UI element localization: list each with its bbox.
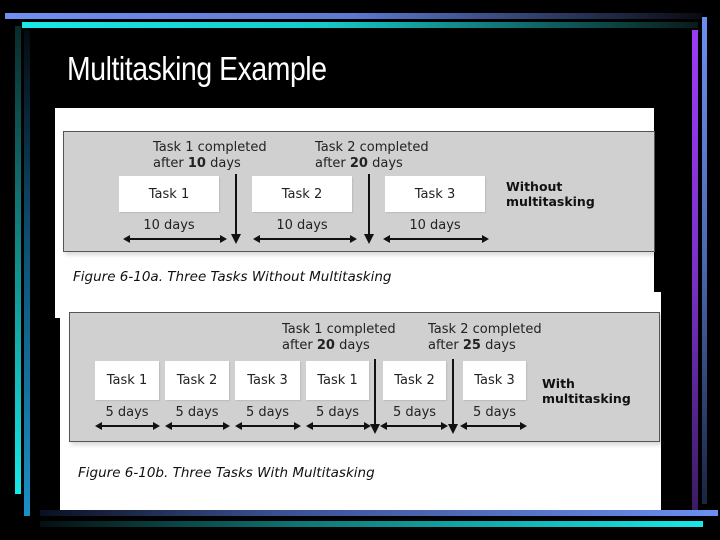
- figure-b-task-box-4: Task 1: [306, 361, 369, 400]
- figure-b-milestone-2: Task 2 completed after 25 days: [428, 322, 542, 353]
- figure-b-completion-arrow-2: [448, 359, 458, 434]
- figure-a-duration-arrow-3: [383, 235, 489, 243]
- frame-left-blue-bar: [24, 30, 30, 516]
- figure-b-task-box-1: Task 1: [95, 361, 159, 400]
- figure-b-duration-arrow-4: [306, 422, 371, 430]
- figure-b-duration-arrow-2: [165, 422, 230, 430]
- figure-a-side-label: Without multitasking: [506, 179, 595, 209]
- figure-a-duration-3: 10 days: [409, 218, 461, 233]
- figure-b-duration-arrow-1: [95, 422, 160, 430]
- figure-b-duration-arrow-3: [235, 422, 301, 430]
- figure-a-caption: Figure 6-10a. Three Tasks Without Multit…: [73, 269, 392, 285]
- figure-a-duration-arrow-2: [253, 235, 357, 243]
- figure-b-caption: Figure 6-10b. Three Tasks With Multitask…: [78, 465, 375, 481]
- frame-right-blue-bar: [702, 17, 707, 504]
- figure-b-panel: Task 1 completed after 20 days Task 2 co…: [60, 292, 661, 510]
- figure-b-completion-arrow-1: [370, 359, 380, 434]
- figure-a-milestone-1: Task 1 completed after 10 days: [153, 140, 267, 171]
- figure-b-task-box-5: Task 2: [383, 361, 446, 400]
- figure-b-duration-3: 5 days: [245, 405, 290, 420]
- figure-b-duration-arrow-5: [380, 422, 448, 430]
- frame-right-purple-bar: [692, 30, 698, 516]
- figure-b-task-box-6: Task 3: [463, 361, 526, 400]
- figure-b-milestone-1: Task 1 completed after 20 days: [282, 322, 396, 353]
- figure-b-duration-6: 5 days: [472, 405, 517, 420]
- frame-bottom-cyan-bar: [40, 521, 703, 527]
- figure-a-completion-arrow-1: [231, 174, 241, 244]
- figure-a-duration-arrow-1: [123, 235, 227, 243]
- figure-b-duration-1: 5 days: [105, 405, 149, 420]
- slide-title: Multitasking Example: [67, 50, 327, 87]
- figure-b-duration-4: 5 days: [315, 405, 360, 420]
- figure-a-milestone-2: Task 2 completed after 20 days: [315, 140, 429, 171]
- figure-b-task-box-3: Task 3: [235, 361, 300, 400]
- figure-b-duration-2: 5 days: [175, 405, 219, 420]
- frame-top-blue-bar: [5, 13, 702, 19]
- figure-a-panel: Task 1 completed after 10 days Task 2 co…: [55, 108, 655, 318]
- figure-b-duration-arrow-6: [460, 422, 527, 430]
- figure-a-task-box-3: Task 3: [385, 176, 485, 212]
- figure-b-task-box-2: Task 2: [165, 361, 229, 400]
- figure-a-completion-arrow-2: [364, 174, 374, 244]
- frame-bottom-blue-bar: [40, 510, 718, 516]
- figure-b-duration-5: 5 days: [392, 405, 437, 420]
- frame-top-cyan-bar: [22, 22, 698, 28]
- frame-left-teal-bar: [15, 26, 21, 494]
- figure-a-duration-1: 10 days: [143, 218, 195, 233]
- figure-b-side-label: With multitasking: [542, 376, 631, 406]
- figure-a-duration-2: 10 days: [276, 218, 328, 233]
- figure-a-task-box-1: Task 1: [119, 176, 219, 212]
- figure-a-task-box-2: Task 2: [252, 176, 352, 212]
